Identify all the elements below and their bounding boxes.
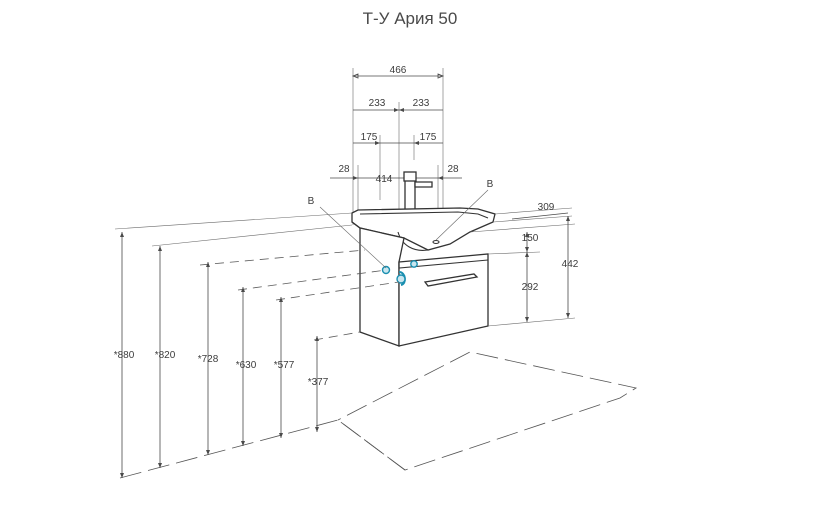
floor-outline: [119, 351, 638, 479]
dim-basin-height: 150: [522, 233, 539, 244]
dim-h377: *377: [308, 377, 329, 388]
dim-total-height: 442: [562, 259, 579, 270]
drawer-handle-icon: [423, 273, 479, 287]
marker-b-right: B: [487, 179, 494, 190]
cabinet: [359, 227, 489, 347]
dim-width-total: 466: [390, 65, 407, 76]
top-dimensions: [330, 68, 462, 225]
dim-h630: *630: [236, 360, 257, 371]
dim-h880: *880: [114, 350, 135, 361]
dim-h728: *728: [198, 354, 219, 365]
dim-margin-right: 28: [447, 164, 459, 175]
dim-offset-right: 175: [420, 132, 437, 143]
right-dimensions: [469, 207, 576, 327]
marker-leaders: [319, 189, 489, 269]
water-port-icon: [381, 260, 418, 275]
drawing-title: Т-У Ария 50: [363, 9, 458, 28]
height-dimensions: [114, 212, 400, 478]
marker-b-left: B: [308, 196, 315, 207]
dim-h577: *577: [274, 360, 295, 371]
dim-half-right: 233: [413, 98, 430, 109]
dim-half-left: 233: [369, 98, 386, 109]
dim-drawer-height: 292: [522, 282, 539, 293]
dim-depth: 309: [538, 202, 555, 213]
dim-offset-left: 175: [361, 132, 378, 143]
dim-margin-left: 28: [338, 164, 350, 175]
dim-h820: *820: [155, 350, 176, 361]
dim-inner-width: 414: [376, 174, 393, 185]
drain-port-icon: [396, 271, 406, 286]
